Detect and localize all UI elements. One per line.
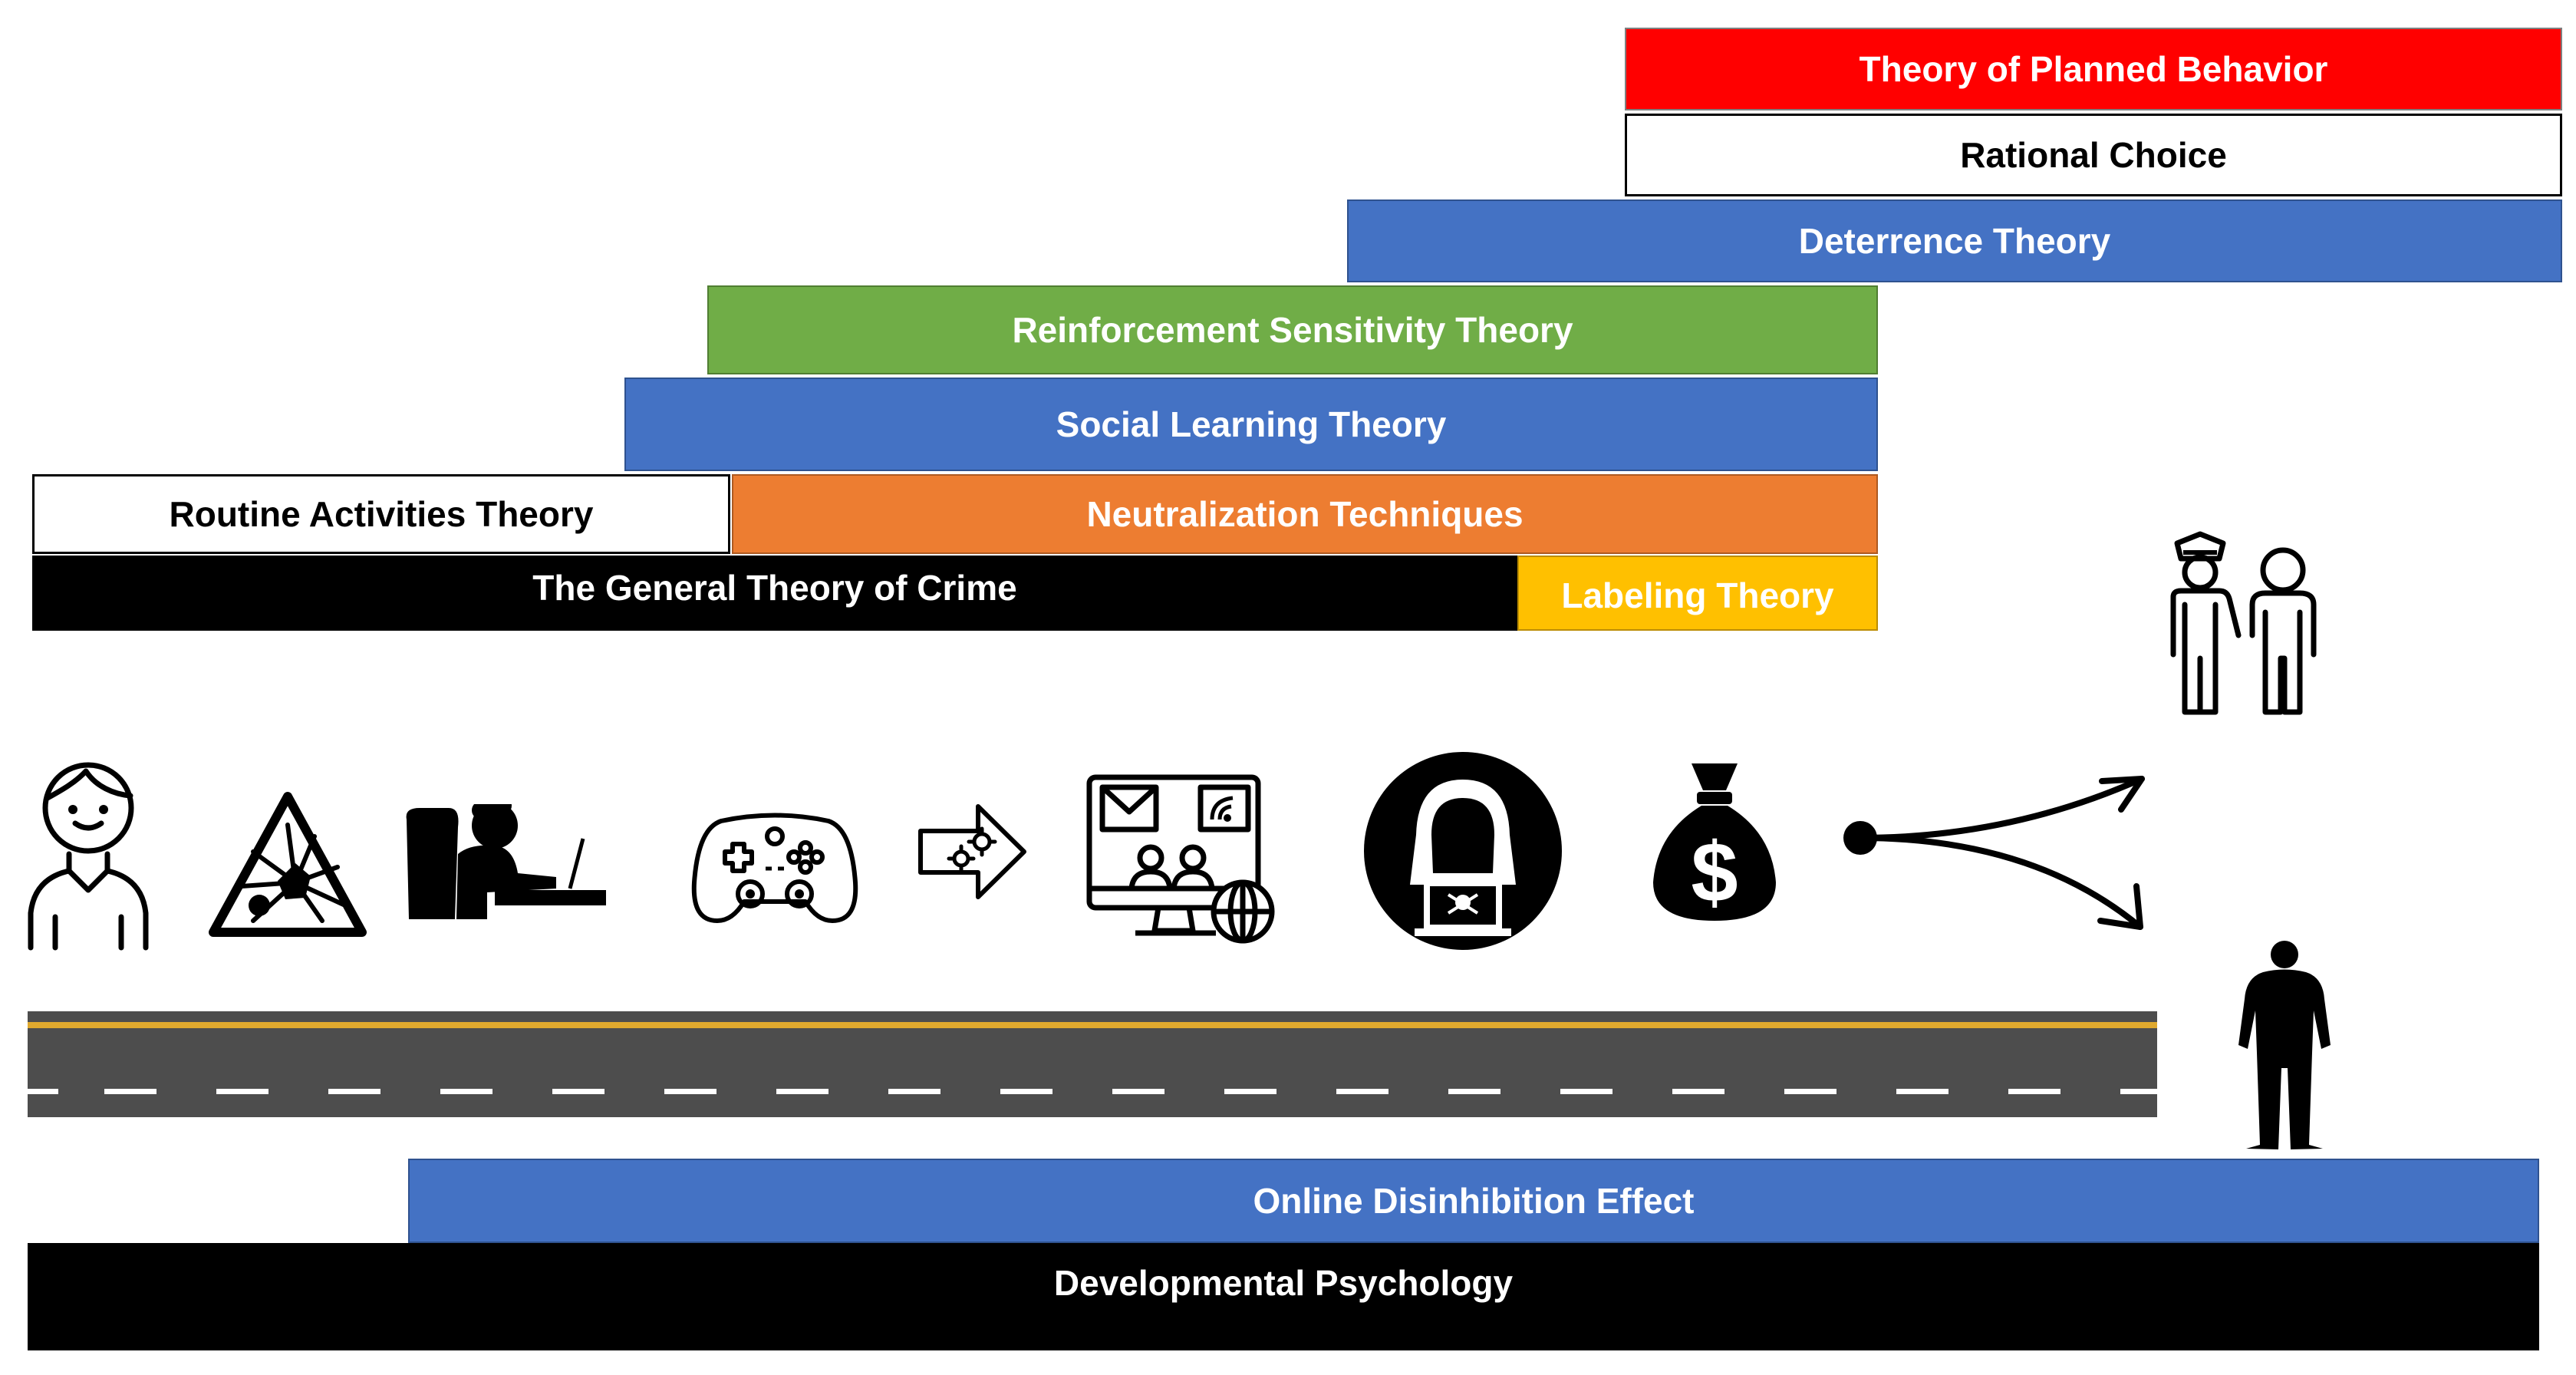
- child-icon: [28, 762, 149, 951]
- hacker-icon: [1364, 752, 1562, 950]
- neutralization-techniques-bar: Neutralization Techniques: [732, 474, 1878, 554]
- explosion-warning-icon: [209, 792, 367, 937]
- police-officer-icon: [2170, 531, 2317, 715]
- process-arrow-icon: [918, 804, 1026, 899]
- social-learning-theory-bar: Social Learning Theory: [624, 378, 1878, 471]
- routine-activities-theory-bar: Routine Activities Theory: [32, 474, 730, 554]
- road: [28, 1011, 2157, 1117]
- svg-text:$: $: [1691, 826, 1738, 920]
- online-disinhibition-effect-bar: Online Disinhibition Effect: [408, 1159, 2539, 1243]
- reinforcement-sensitivity-theory-bar: Reinforcement Sensitivity Theory: [707, 285, 1878, 374]
- deterrence-theory-bar: Deterrence Theory: [1347, 199, 2562, 282]
- child-at-computer-icon: [406, 804, 606, 919]
- person-silhouette-icon: [2238, 941, 2331, 1149]
- branching-path-icon: [1843, 776, 2145, 930]
- general-theory-of-crime-bar: The General Theory of Crime: [32, 556, 1517, 631]
- developmental-psychology-bar: Developmental Psychology: [28, 1243, 2539, 1350]
- theory-of-planned-behavior-bar: Theory of Planned Behavior: [1625, 28, 2562, 110]
- money-bag-icon: $: [1653, 763, 1776, 921]
- online-communication-icon: [1086, 774, 1275, 944]
- rational-choice-bar: Rational Choice: [1625, 114, 2562, 196]
- game-controller-icon: [691, 813, 858, 923]
- labeling-theory-bar: Labeling Theory: [1517, 556, 1878, 631]
